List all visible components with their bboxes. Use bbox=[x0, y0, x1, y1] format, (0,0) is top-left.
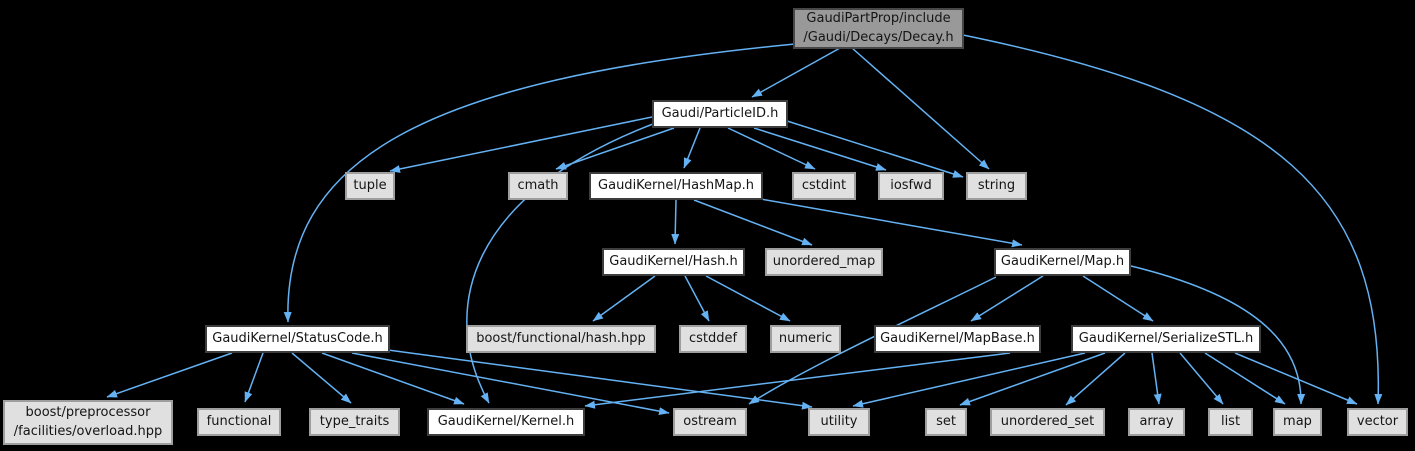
node-particleid[interactable]: Gaudi/ParticleID.h bbox=[652, 100, 788, 128]
node-mapbase[interactable]: GaudiKernel/MapBase.h bbox=[874, 325, 1041, 353]
edge-decay-string bbox=[851, 47, 990, 170]
node-unordered_set: unordered_set bbox=[990, 408, 1105, 436]
edge-particleid-tuple bbox=[389, 116, 653, 173]
node-array: array bbox=[1128, 408, 1185, 436]
edge-particleid-string bbox=[786, 120, 964, 178]
node-cmath: cmath bbox=[508, 172, 568, 200]
edge-statuscode-ostream bbox=[351, 352, 670, 416]
edge-serializestl-vector bbox=[1234, 352, 1358, 405]
edge-particleid-iosfwd bbox=[753, 127, 887, 171]
node-string: string bbox=[966, 172, 1027, 200]
edge-particleid-cstdint bbox=[727, 127, 816, 170]
edge-statuscode-utility bbox=[387, 349, 813, 410]
node-hash[interactable]: GaudiKernel/Hash.h bbox=[602, 248, 745, 276]
node-numeric: numeric bbox=[770, 325, 841, 353]
node-maph[interactable]: GaudiKernel/Map.h bbox=[994, 248, 1131, 276]
node-map: map bbox=[1273, 408, 1322, 436]
node-hashmap[interactable]: GaudiKernel/HashMap.h bbox=[589, 172, 763, 200]
edge-maph-serializestl bbox=[1082, 275, 1154, 322]
node-set: set bbox=[925, 408, 967, 436]
node-decay: GaudiPartProp/include /Gaudi/Decays/Deca… bbox=[793, 8, 964, 49]
edge-maph-map bbox=[1130, 265, 1306, 405]
node-unordered_map: unordered_map bbox=[765, 248, 883, 276]
edge-serializestl-list bbox=[1179, 352, 1224, 405]
edge-particleid-hashmap bbox=[683, 127, 701, 169]
node-iosfwd: iosfwd bbox=[878, 172, 944, 200]
node-overload: boost/preprocessor /facilities/overload.… bbox=[3, 400, 173, 445]
node-typetraits: type_traits bbox=[309, 408, 400, 436]
edge-serializestl-map bbox=[1204, 352, 1286, 405]
edge-decay-vector bbox=[962, 34, 1383, 405]
edge-hashmap-maph bbox=[754, 197, 1023, 248]
edge-hash-boosthash bbox=[592, 275, 656, 322]
node-cstddef: cstddef bbox=[679, 325, 747, 353]
node-utility: utility bbox=[808, 408, 870, 436]
node-list: list bbox=[1208, 408, 1253, 436]
edge-mapbase-kernel bbox=[584, 352, 1011, 409]
edge-serializestl-utility bbox=[852, 352, 1086, 408]
node-statuscode[interactable]: GaudiKernel/StatusCode.h bbox=[205, 325, 390, 353]
edge-statuscode-functional bbox=[244, 352, 264, 403]
edge-serializestl-unordered_set bbox=[1065, 352, 1126, 406]
edge-serializestl-array bbox=[1151, 352, 1162, 405]
edges-group bbox=[106, 34, 1383, 416]
edge-particleid-kernel bbox=[466, 123, 654, 404]
edge-hashmap-unordered_map bbox=[693, 199, 813, 246]
edge-serializestl-set bbox=[959, 352, 1106, 406]
node-boosthash: boost/functional/hash.hpp bbox=[466, 325, 656, 353]
edge-decay-statuscode bbox=[283, 43, 796, 323]
node-functional: functional bbox=[197, 408, 281, 436]
node-tuple: tuple bbox=[345, 172, 395, 200]
edge-decay-particleid bbox=[751, 47, 841, 98]
edge-hash-numeric bbox=[705, 275, 791, 322]
node-vector: vector bbox=[1347, 408, 1408, 436]
edge-maph-ostream bbox=[748, 276, 997, 405]
edge-hashmap-hash bbox=[671, 199, 680, 245]
edge-statuscode-kernel bbox=[321, 352, 465, 405]
edge-hash-cstddef bbox=[684, 275, 710, 322]
node-serializestl[interactable]: GaudiKernel/SerializeSTL.h bbox=[1071, 325, 1261, 353]
edge-particleid-cmath bbox=[555, 127, 675, 170]
node-ostream: ostream bbox=[673, 408, 747, 436]
edge-maph-mapbase bbox=[970, 275, 1044, 322]
node-kernel[interactable]: GaudiKernel/Kernel.h bbox=[427, 408, 585, 436]
node-cstdint: cstdint bbox=[792, 172, 856, 200]
edge-statuscode-overload bbox=[106, 352, 233, 398]
edge-statuscode-typetraits bbox=[291, 352, 352, 404]
